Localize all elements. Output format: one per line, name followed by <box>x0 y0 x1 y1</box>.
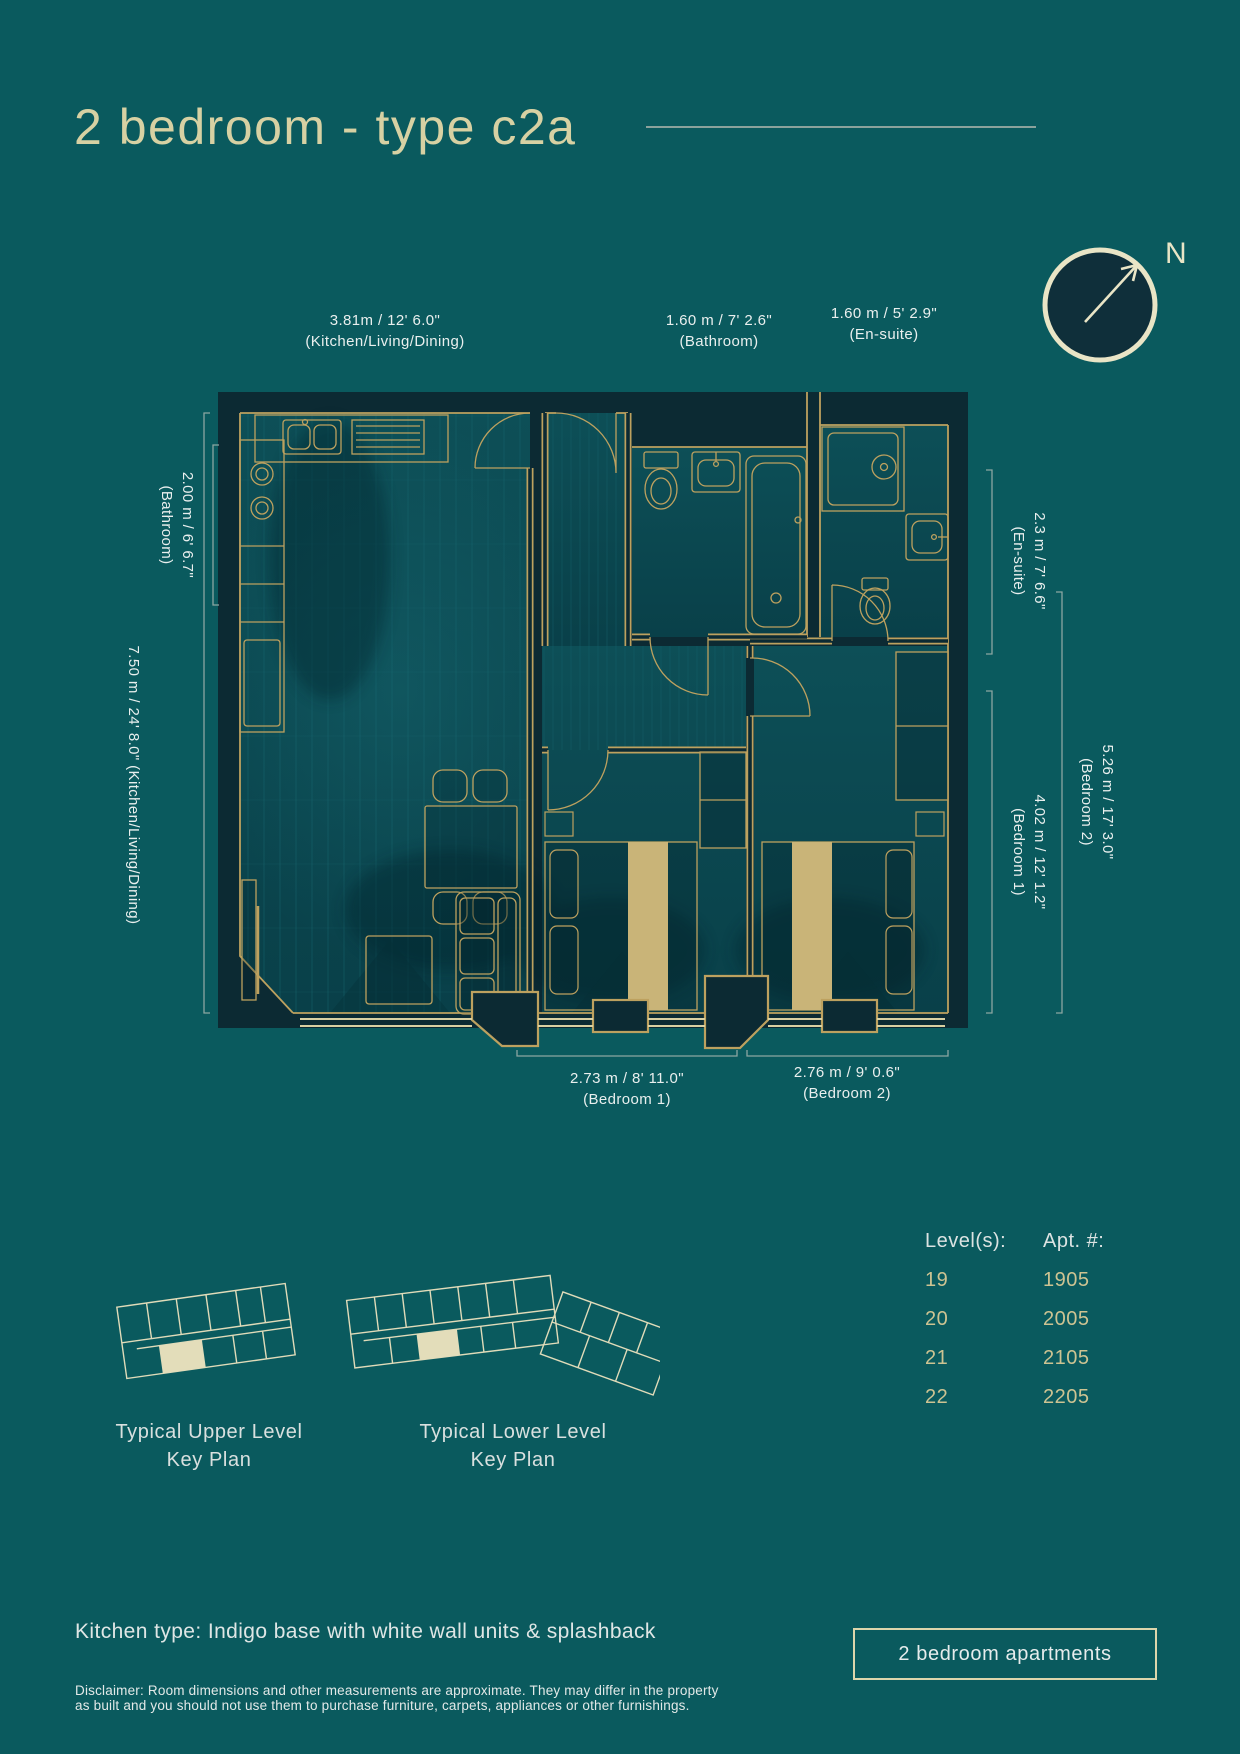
table-row: 22 <box>925 1386 949 1408</box>
table-row: 2205 <box>1043 1386 1090 1408</box>
nightstand2 <box>915 811 945 837</box>
title-rule <box>646 126 1036 128</box>
front-door <box>555 412 617 474</box>
dim-label-kld-left: 7.50 m / 24' 8.0" (Kitchen/Living/Dining… <box>125 645 142 925</box>
tv-unit <box>241 879 257 1001</box>
ensuite-floor <box>820 425 948 637</box>
lower-key-plan <box>345 1274 660 1396</box>
dim-label-bedroom2-right: 5.26 m / 17' 3.0"(Bedroom 2) <box>1078 744 1116 860</box>
bed1-throw <box>628 842 668 1010</box>
kitchen-units <box>239 414 449 733</box>
windows <box>300 1018 945 1027</box>
toilet-cistern <box>643 451 679 469</box>
table-row: 19 <box>925 1269 949 1291</box>
shower <box>821 426 905 512</box>
dim-label-bedroom2-b: 2.76 m / 9' 0.6"(Bedroom 2) <box>793 1064 901 1102</box>
lower-unit-highlight <box>417 1329 461 1360</box>
dim-label-bedroom1-b: 2.73 m / 8' 11.0"(Bedroom 1) <box>570 1070 684 1108</box>
table-row: 21 <box>925 1347 949 1369</box>
bed1 <box>544 841 698 1011</box>
table-row: 2105 <box>1043 1347 1090 1369</box>
compass: N <box>1042 237 1187 363</box>
partition-walls <box>526 413 948 1013</box>
page-title: 2 bedroom - type c2a <box>74 99 577 155</box>
nightstand1 <box>544 811 574 837</box>
kld-door <box>474 412 531 469</box>
dim-label-ensuite-top: 1.60 m / 5' 2.9"(En-suite) <box>830 305 938 343</box>
bedroom1-furniture <box>544 751 747 1011</box>
compass-north-label: N <box>1165 237 1187 270</box>
table-row: 20 <box>925 1308 949 1330</box>
ensuite-toilet-cistern <box>861 577 889 591</box>
bed2 <box>761 841 915 1011</box>
toilet <box>644 468 678 510</box>
disclaimer-text: Disclaimer: Room dimensions and other me… <box>75 1683 719 1713</box>
dim-label-bedroom1-right: 4.02 m / 12' 1.2"(Bedroom 1) <box>1010 794 1048 910</box>
ensuite-fixtures <box>821 426 949 625</box>
dim-label-ensuite-right: 2.3 m / 7' 6.6"(En-suite) <box>1010 512 1048 610</box>
dim-label-bathroom-left: 2.00 m / 6' 6.7"(Bathroom) <box>158 471 196 579</box>
apartments-button[interactable]: 2 bedroom apartments <box>853 1628 1157 1680</box>
kitchen-type-note: Kitchen type: Indigo base with white wal… <box>75 1620 656 1643</box>
bed2-throw <box>792 842 832 1010</box>
dim-label-bathroom-top: 1.60 m / 7' 2.6"(Bathroom) <box>665 312 773 350</box>
table-row: 1905 <box>1043 1269 1090 1291</box>
upper-unit-highlight <box>159 1339 206 1374</box>
floor-plan <box>203 392 1063 1057</box>
apt-header: Apt. #: <box>1043 1230 1105 1252</box>
window-bays <box>470 974 879 1050</box>
bedroom2-furniture <box>761 651 949 1011</box>
door-swings <box>474 412 889 811</box>
bedroom2-door <box>749 657 811 717</box>
upper-key-plan <box>116 1282 296 1380</box>
key-plans <box>116 1274 660 1396</box>
bath <box>745 455 807 635</box>
dimension-brackets <box>203 412 1063 1057</box>
levels-header: Level(s): <box>925 1230 1007 1252</box>
bathroom-door <box>649 636 709 696</box>
north-arrow-icon <box>1084 263 1139 323</box>
ensuite-toilet <box>859 587 891 625</box>
dim-label-kld: 3.81m / 12' 6.0"(Kitchen/Living/Dining) <box>305 312 465 350</box>
coffee-table <box>365 935 433 1005</box>
ensuite-door <box>831 584 889 642</box>
levels-table: Level(s): Apt. #: 19 1905 20 2005 21 210… <box>925 1230 1104 1409</box>
bedroom1-door <box>547 749 609 811</box>
table-row: 2005 <box>1043 1308 1090 1330</box>
bathroom-fixtures <box>643 451 807 635</box>
bathroom-floor <box>632 447 807 637</box>
